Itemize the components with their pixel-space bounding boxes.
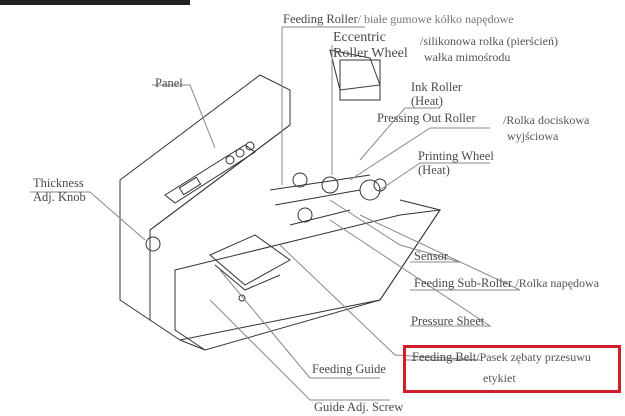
printing-wheel-label: Printing Wheel(Heat) <box>418 149 494 177</box>
printing-wheel-line1: Printing Wheel <box>418 149 494 163</box>
thickness-line2: Adj. Knob <box>33 190 86 204</box>
feeding-roller-label: Feeding Roller/ białe gumowe kółko napęd… <box>283 12 514 26</box>
feeding-belt-text: Feeding Belt <box>412 350 477 364</box>
pressing-out-pl-line1: /Rolka dociskowa <box>503 113 590 127</box>
pressing-out-pl-label: /Rolka dociskowa wyjściowa <box>503 112 589 144</box>
guide-adj-screw-label: Guide Adj. Screw <box>314 400 404 414</box>
feeding-belt-pl-text: /Pasek zębaty przesuwu <box>476 350 591 364</box>
feeding-roller-text: Feeding Roller <box>283 12 358 26</box>
eccentric-pl-label: /silikonowa rolka (pierścień) wałka mimoś… <box>420 33 558 65</box>
ink-roller-line1: Ink Roller <box>411 80 463 94</box>
eccentric-pl-line1: /silikonowa rolka (pierścień) <box>420 34 558 48</box>
ink-roller-line2: (Heat) <box>411 94 443 108</box>
eccentric-line2: Roller Wheel <box>333 46 408 61</box>
feeding-sub-roller-pl-text: /Rolka napędowa <box>515 276 600 290</box>
eccentric-line1: Eccentric <box>333 30 386 45</box>
eccentric-pl-line2: wałka mimośrodu <box>424 50 511 64</box>
feeding-sub-roller-label: Feeding Sub-Roller /Rolka napędowa <box>414 276 599 290</box>
sensor-label: Sensor <box>414 249 449 263</box>
thickness-line1: Thickness <box>33 176 84 190</box>
pressing-out-label: Pressing Out Roller <box>377 111 476 125</box>
pressure-sheet-label: Pressure Sheet <box>411 314 485 328</box>
feeding-guide-label: Feeding Guide <box>312 362 386 376</box>
feeding-roller-pl-text: / białe gumowe kółko napędowe <box>357 12 514 26</box>
highlight-box <box>403 345 621 393</box>
pressing-out-pl-line2: wyjściowa <box>507 129 559 143</box>
panel-label: Panel <box>155 76 183 90</box>
ink-roller-label: Ink Roller(Heat) <box>411 80 462 108</box>
feeding-belt-pl-line2: etykiet <box>483 371 516 385</box>
feeding-sub-roller-text: Feeding Sub-Roller <box>414 276 513 290</box>
feeding-belt-label: Feeding Belt/Pasek zębaty przesuwu <box>412 350 591 364</box>
printing-wheel-line2: (Heat) <box>418 163 450 177</box>
